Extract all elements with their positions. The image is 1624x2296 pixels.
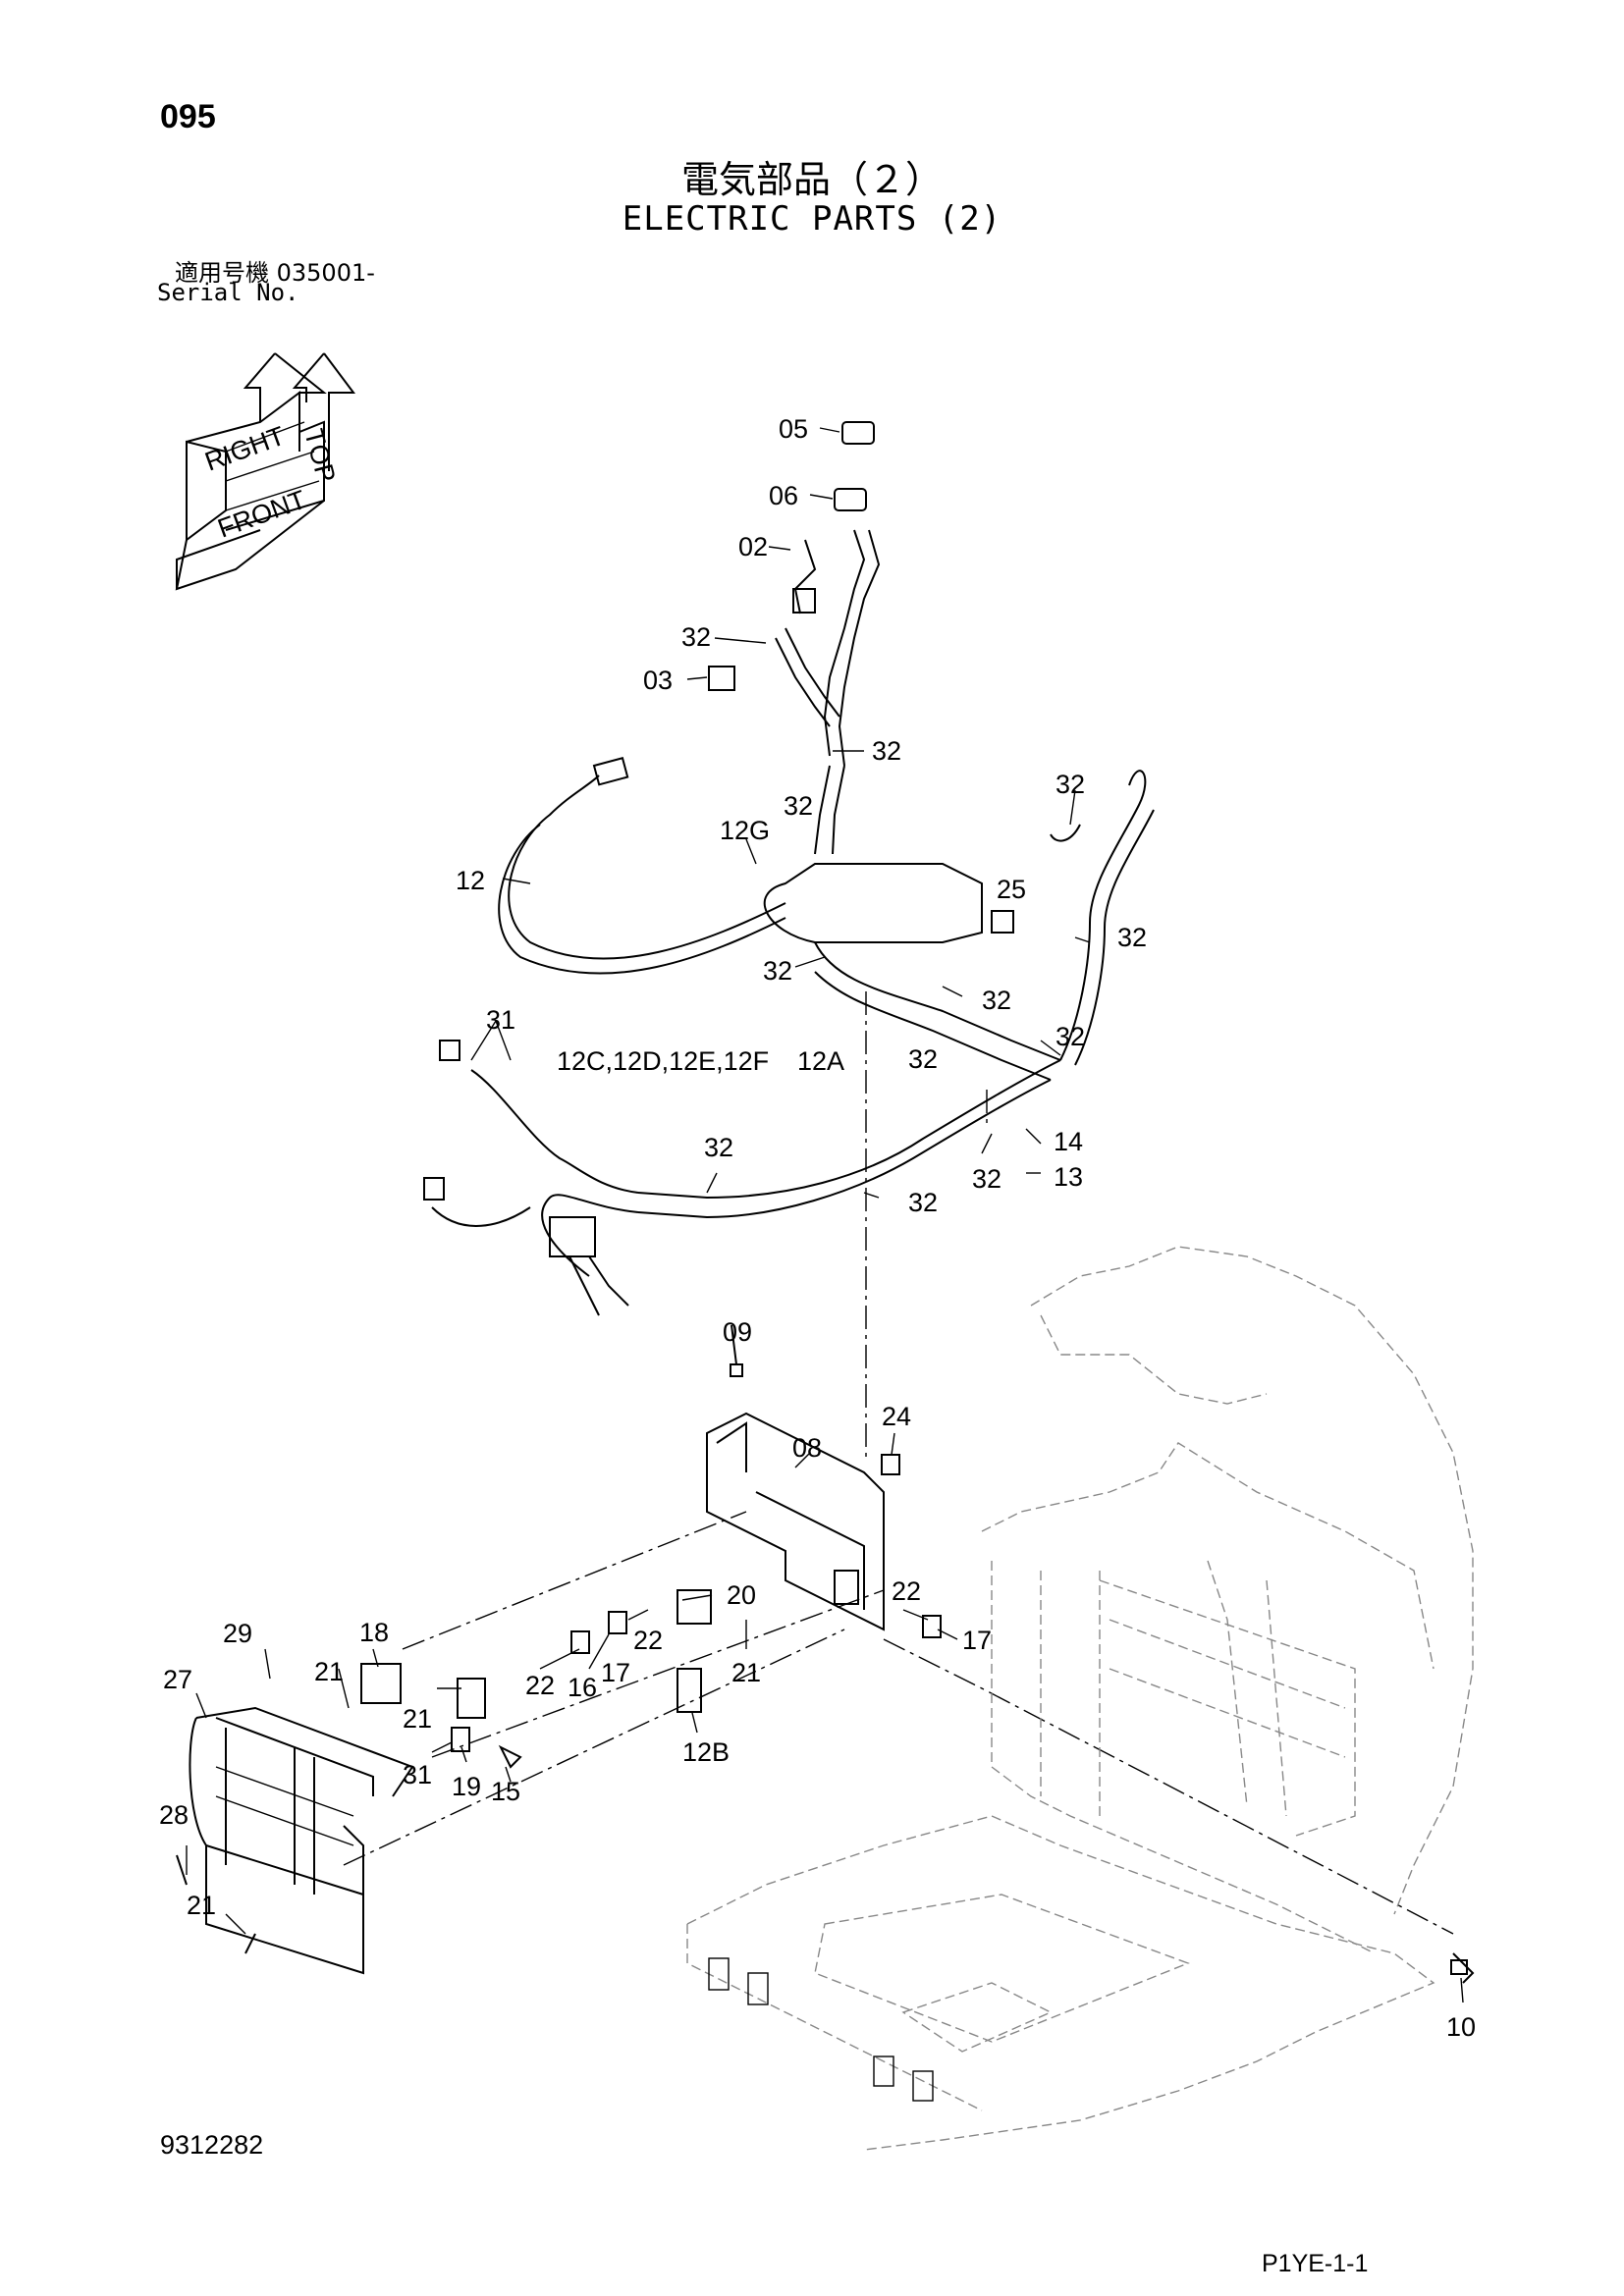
callout-05: 05 bbox=[779, 414, 808, 444]
callout-32: 32 bbox=[1056, 1022, 1085, 1051]
orientation-label-front: FRONT bbox=[214, 485, 310, 544]
callout-31: 31 bbox=[403, 1760, 432, 1789]
callout-32: 32 bbox=[982, 986, 1011, 1015]
callout-16: 16 bbox=[568, 1673, 597, 1702]
callout-09: 09 bbox=[723, 1317, 752, 1347]
callout-12c-12d-12e-12f: 12C,12D,12E,12F bbox=[557, 1046, 769, 1076]
callout-32: 32 bbox=[763, 956, 792, 986]
callout-17: 17 bbox=[962, 1626, 992, 1655]
switch-24 bbox=[881, 1454, 900, 1475]
switch-19 bbox=[451, 1727, 470, 1752]
orientation-label-right: RIGHT bbox=[201, 421, 289, 477]
callout-17: 17 bbox=[601, 1658, 630, 1687]
callout-12a: 12A bbox=[797, 1046, 844, 1076]
callout-19: 19 bbox=[452, 1772, 481, 1801]
callout-32: 32 bbox=[872, 736, 901, 766]
callout-13: 13 bbox=[1054, 1162, 1083, 1192]
callout-21: 21 bbox=[314, 1657, 344, 1686]
callout-24: 24 bbox=[882, 1402, 911, 1431]
cover-27 bbox=[176, 1706, 414, 1975]
callout-32: 32 bbox=[972, 1164, 1001, 1194]
callout-32: 32 bbox=[1056, 770, 1085, 799]
orientation-label-top: TOP bbox=[298, 426, 341, 486]
callout-32: 32 bbox=[908, 1044, 938, 1074]
callout-22: 22 bbox=[892, 1576, 921, 1606]
callout-12b: 12B bbox=[682, 1737, 730, 1767]
callout-02: 02 bbox=[738, 532, 768, 561]
upper-frame bbox=[686, 1246, 1475, 2151]
relay-31b bbox=[457, 1678, 486, 1719]
fuse-12b bbox=[677, 1668, 702, 1713]
callout-31: 31 bbox=[486, 1005, 515, 1035]
label-pad-03 bbox=[708, 666, 735, 691]
relay-20 bbox=[677, 1589, 712, 1625]
page-title-japanese: 電気部品（２） bbox=[680, 158, 943, 201]
callout-27: 27 bbox=[163, 1665, 192, 1694]
callout-12g: 12G bbox=[720, 816, 770, 845]
leader-lines bbox=[186, 427, 1464, 2003]
callout-32: 32 bbox=[908, 1188, 938, 1217]
page-number: 095 bbox=[160, 98, 216, 135]
callout-21: 21 bbox=[731, 1658, 761, 1687]
drawing-number: 9312282 bbox=[160, 2130, 264, 2160]
callout-08: 08 bbox=[792, 1433, 822, 1463]
callout-29: 29 bbox=[223, 1619, 252, 1648]
connector-06 bbox=[834, 488, 867, 511]
sheet-reference: P1YE-1-1 bbox=[1262, 2250, 1369, 2277]
connector-05 bbox=[841, 421, 875, 445]
callout-21: 21 bbox=[187, 1891, 216, 1920]
wiring-harness-upper bbox=[423, 421, 1155, 1463]
callout-18: 18 bbox=[359, 1618, 389, 1647]
page-title-english: ELECTRIC PARTS (2) bbox=[622, 199, 1002, 239]
callout-32: 32 bbox=[704, 1133, 733, 1162]
bolt-10 bbox=[1450, 1959, 1468, 1975]
relay-25 bbox=[991, 910, 1014, 934]
callout-labels: 05 06 02 32 03 32 12G 32 12 32 25 32 32 … bbox=[159, 414, 1476, 2042]
callout-22: 22 bbox=[525, 1671, 555, 1700]
serial-number-label: Serial No. bbox=[157, 279, 299, 306]
serial-applicability-label: 適用号機 035001- bbox=[175, 259, 375, 287]
callout-32: 32 bbox=[681, 622, 711, 652]
relay-18 bbox=[360, 1663, 402, 1704]
clip-15 bbox=[498, 1744, 522, 1769]
callout-22: 22 bbox=[633, 1626, 663, 1655]
callout-20: 20 bbox=[727, 1580, 756, 1610]
callout-14: 14 bbox=[1054, 1127, 1083, 1156]
connector-cluster-left bbox=[549, 1216, 596, 1257]
callout-32: 32 bbox=[1117, 923, 1147, 952]
callout-10: 10 bbox=[1446, 2012, 1476, 2042]
callout-03: 03 bbox=[643, 666, 673, 695]
connector-02 bbox=[792, 588, 816, 614]
callout-32: 32 bbox=[784, 791, 813, 821]
callout-15: 15 bbox=[491, 1777, 520, 1806]
orientation-indicator: TOP RIGHT FRONT bbox=[175, 352, 355, 591]
callout-21: 21 bbox=[403, 1704, 432, 1734]
callout-06: 06 bbox=[769, 481, 798, 510]
callout-28: 28 bbox=[159, 1800, 189, 1830]
callout-12: 12 bbox=[456, 866, 485, 895]
callout-25: 25 bbox=[997, 875, 1026, 904]
control-bracket-assembly bbox=[343, 1324, 1454, 1935]
